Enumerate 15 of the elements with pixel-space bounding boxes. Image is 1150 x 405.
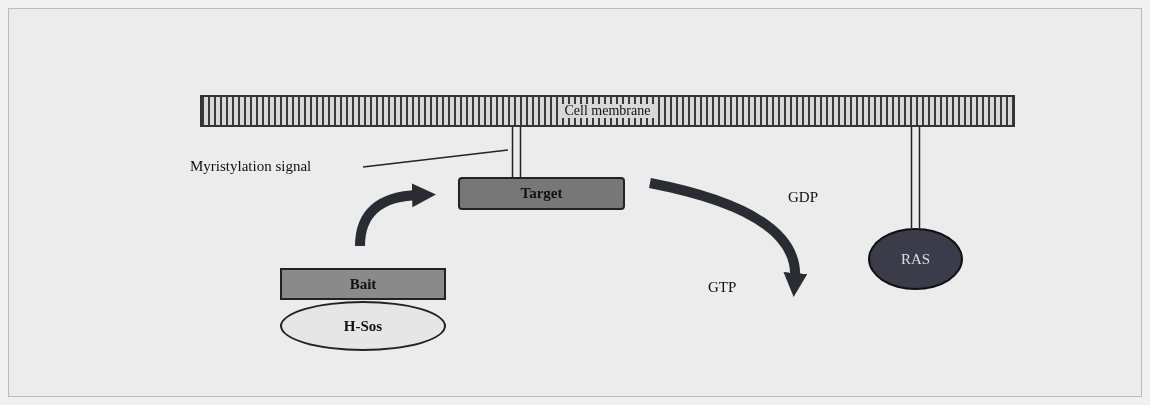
node-label: RAS	[900, 249, 931, 269]
molecule-label: GTP	[708, 278, 737, 297]
cell-membrane-band	[200, 95, 1015, 127]
protein-box	[458, 177, 625, 210]
curved-arrow	[648, 178, 807, 297]
node-label: H-Sos	[343, 316, 383, 336]
node-label: Cell membrane	[560, 104, 655, 118]
molecule-label: GDP	[788, 188, 818, 207]
leader-line	[362, 149, 509, 168]
tether-line	[511, 126, 522, 178]
protein-box	[280, 268, 446, 300]
node-label: Bait	[349, 274, 377, 294]
node-label: Myristylation signal	[190, 156, 312, 176]
node-label: Target	[520, 184, 563, 204]
tether-line	[910, 126, 921, 229]
